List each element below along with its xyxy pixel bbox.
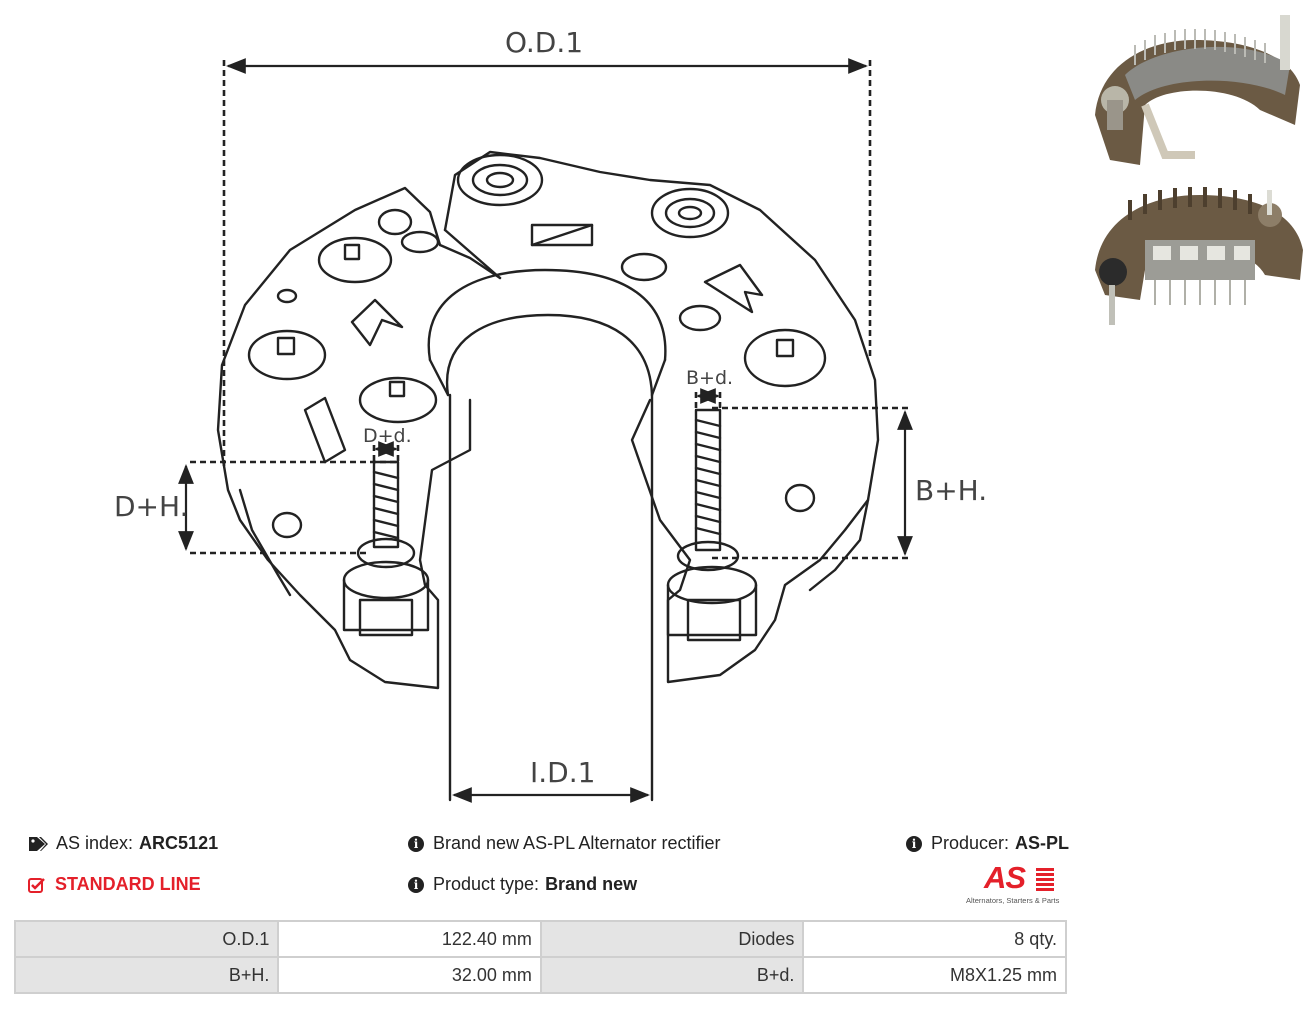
- rectifier-right-body: [443, 150, 880, 684]
- diode-socket-1: [317, 236, 393, 284]
- rectifier-split-line: [438, 243, 502, 280]
- table-row: B+H. 32.00 mm B+d. M8X1.25 mm: [13, 956, 1067, 994]
- slot-mark-top: [530, 223, 594, 247]
- id-label: I.D.1: [530, 756, 595, 789]
- logo-stripes: [1036, 868, 1054, 892]
- dh-label: D+H.: [114, 490, 188, 523]
- logo-text: AS: [984, 860, 1026, 895]
- checkbox-icon: [28, 877, 45, 893]
- description-text: Brand new AS-PL Alternator rectifier: [433, 833, 721, 853]
- rectifier-left-inner-edge: [238, 488, 292, 597]
- producer-value: AS-PL: [1015, 833, 1070, 853]
- bd-label: B+d.: [686, 367, 733, 389]
- info-icon: i: [408, 835, 424, 852]
- spec-key: O.D.1: [13, 920, 280, 958]
- product-type: i Product type: Brand new: [408, 874, 637, 895]
- info-icon: i: [408, 876, 424, 893]
- spec-value: 8 qty.: [802, 920, 1067, 958]
- description: i Brand new AS-PL Alternator rectifier: [408, 833, 720, 854]
- dd-label: D+d.: [363, 425, 412, 447]
- standard-line: STANDARD LINE: [28, 874, 201, 895]
- producer: i Producer: AS-PL: [906, 833, 1069, 854]
- producer-label: Producer:: [931, 833, 1010, 853]
- od-label: O.D.1: [505, 26, 583, 59]
- spec-key: B+d.: [539, 956, 805, 994]
- diode-socket-2: [247, 329, 327, 381]
- triangle-mark-left: [350, 298, 404, 347]
- product-photo-bottom: [1095, 187, 1303, 325]
- spec-value: 122.40 mm: [277, 920, 542, 958]
- standard-line-label: STANDARD LINE: [55, 874, 201, 894]
- product-photo-top: [1095, 15, 1300, 165]
- diode-socket-4: [743, 328, 827, 388]
- slot-mark-left: [303, 396, 347, 464]
- info-icon: i: [906, 835, 922, 852]
- table-row: O.D.1 122.40 mm Diodes 8 qty.: [13, 920, 1067, 958]
- logo-tagline: Alternators, Starters & Parts: [966, 896, 1060, 905]
- product-type-label: Product type:: [433, 874, 540, 894]
- product-type-value: Brand new: [545, 874, 638, 894]
- as-index-value: ARC5121: [139, 833, 219, 853]
- spec-value: M8X1.25 mm: [802, 956, 1067, 994]
- rectifier-right-inner-edge: [808, 498, 870, 592]
- spec-value: 32.00 mm: [277, 956, 542, 994]
- tags-icon: [29, 836, 48, 851]
- bh-label: B+H.: [915, 474, 987, 507]
- spec-key: Diodes: [539, 920, 805, 958]
- center-horseshoe-inner: [445, 313, 654, 397]
- rectifier-technical-drawing: O.D.1 I.D.1 D+H. B+H. D+d. B+d.: [114, 26, 987, 803]
- as-index-label: AS index:: [56, 833, 134, 853]
- center-horseshoe-outer: [427, 268, 667, 362]
- diode-socket-3: [358, 376, 438, 424]
- as-index: AS index: ARC5121: [28, 833, 218, 854]
- spec-table: O.D.1 122.40 mm Diodes 8 qty. B+H. 32.00…: [13, 920, 1067, 994]
- triangle-mark-right: [703, 263, 764, 314]
- terminal-ring-right: [650, 187, 730, 239]
- spec-key: B+H.: [13, 956, 280, 994]
- terminal-ring-top: [456, 153, 544, 207]
- as-pl-logo: AS Alternators, Starters & Parts: [966, 862, 1068, 906]
